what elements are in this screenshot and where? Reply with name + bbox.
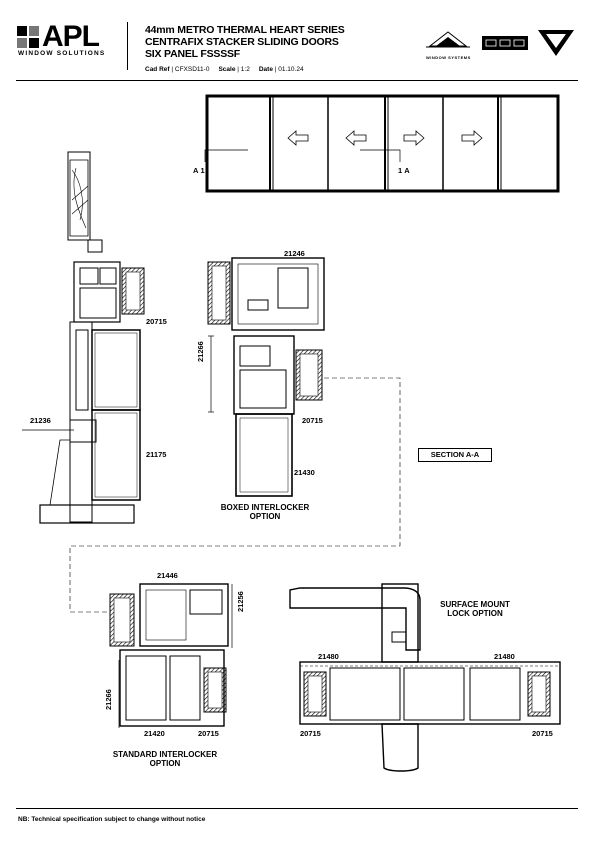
part-label-21266-b: 21266 [104, 689, 113, 710]
title-line-3: SIX PANEL FSSSSF [145, 48, 241, 60]
part-label-21480-left: 21480 [318, 652, 339, 661]
footer-note: NB: Technical specification subject to c… [18, 816, 206, 823]
apl-logo-subtitle: WINDOW SOLUTIONS [18, 50, 106, 57]
caption-standard-interlocker: STANDARD INTERLOCKER OPTION [112, 750, 218, 768]
section-marker-left: A 1 [193, 166, 205, 175]
part-label-21175: 21175 [146, 450, 167, 459]
part-label-21256: 21256 [236, 591, 245, 612]
part-label-21446: 21446 [157, 571, 178, 580]
header-rule [16, 80, 578, 81]
standard-interlocker-section [109, 583, 233, 728]
part-label-21236: 21236 [30, 416, 51, 425]
section-cut-line [204, 149, 401, 162]
elevation-frame [205, 94, 560, 193]
part-label-21246: 21246 [284, 249, 305, 258]
footer-rule [16, 808, 578, 809]
part-label-21430-a: 21430 [294, 468, 315, 477]
part-label-21480-right: 21480 [494, 652, 515, 661]
part-label-21266-a: 21266 [196, 341, 205, 362]
part-label-20715-b: 20715 [302, 416, 323, 425]
section-leader-dashed [69, 377, 401, 613]
section-a-a-label: SECTION A-A [430, 450, 480, 459]
title-line-2: CENTRAFIX STACKER SLIDING DOORS [145, 36, 339, 48]
caption-boxed-interlocker: BOXED INTERLOCKER OPTION [220, 503, 310, 521]
apl-logo-text: APL [42, 20, 100, 53]
section-marker-right: 1 A [398, 166, 410, 175]
date-value: 01.10.24 [278, 66, 304, 73]
surface-mount-lock-section [289, 583, 561, 772]
part-label-20715-a: 20715 [146, 317, 167, 326]
partner-subtitle: WINDOW SYSTEMS [426, 55, 471, 60]
cad-ref-label: Cad Ref [145, 66, 170, 73]
partner-logo-dark-icon [482, 36, 528, 50]
part-label-20715-d: 20715 [300, 729, 321, 738]
partner-shield-logo-icon [536, 28, 576, 58]
arrow-right-icon [403, 130, 483, 146]
part-label-20715-c: 20715 [198, 729, 219, 738]
boxed-interlocker-section [207, 257, 325, 497]
part-label-20715-e: 20715 [532, 729, 553, 738]
scale-label: Scale [218, 66, 236, 73]
cad-ref-value: CFXSD11-0 [174, 66, 210, 73]
apl-logo-mark-icon [17, 26, 39, 48]
date-label: Date [258, 66, 273, 73]
arrow-left-icon [287, 130, 367, 146]
caption-surface-mount-lock: SURFACE MOUNT LOCK OPTION [440, 600, 510, 618]
part-label-21420: 21420 [144, 729, 165, 738]
section-a-a-box: SECTION A-A [418, 448, 492, 462]
scale-value: 1:2 [240, 66, 250, 73]
title-line-1: 44mm METRO THERMAL HEART SERIES [145, 24, 345, 36]
header-divider [127, 22, 128, 70]
vertical-section [22, 151, 145, 524]
drawing-meta: Cad Ref | CFXSD11-0 Scale | 1:2 Date | 0… [145, 66, 304, 73]
altherm-logo-icon [424, 28, 472, 54]
